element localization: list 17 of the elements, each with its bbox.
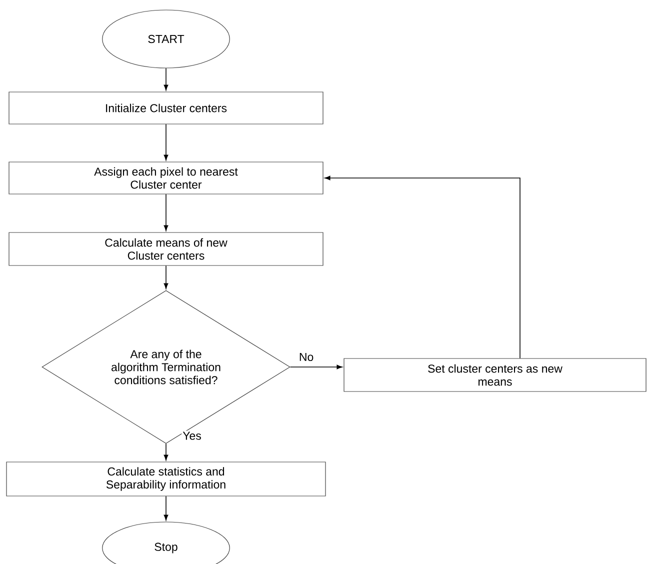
process-box: Assign each pixel to nearest Cluster center	[8, 162, 324, 194]
arrow	[164, 124, 168, 160]
process-box: Calculate statistics and Separability information	[6, 462, 326, 496]
arrow	[164, 194, 168, 231]
arrow	[324, 176, 520, 359]
arrow	[164, 68, 168, 90]
arrow	[290, 364, 342, 370]
arrow	[164, 265, 168, 289]
edge-label: No	[298, 352, 315, 362]
process-box: Calculate means of new Cluster centers	[8, 232, 324, 266]
start-terminal: START	[102, 10, 230, 68]
process-box: Set cluster centers as new means	[344, 358, 646, 392]
arrow	[164, 443, 168, 460]
process-box: Initialize Cluster centers	[8, 92, 324, 124]
arrow	[164, 496, 168, 520]
stop-terminal: Stop	[102, 522, 230, 564]
edge-label: Yes	[182, 430, 202, 441]
